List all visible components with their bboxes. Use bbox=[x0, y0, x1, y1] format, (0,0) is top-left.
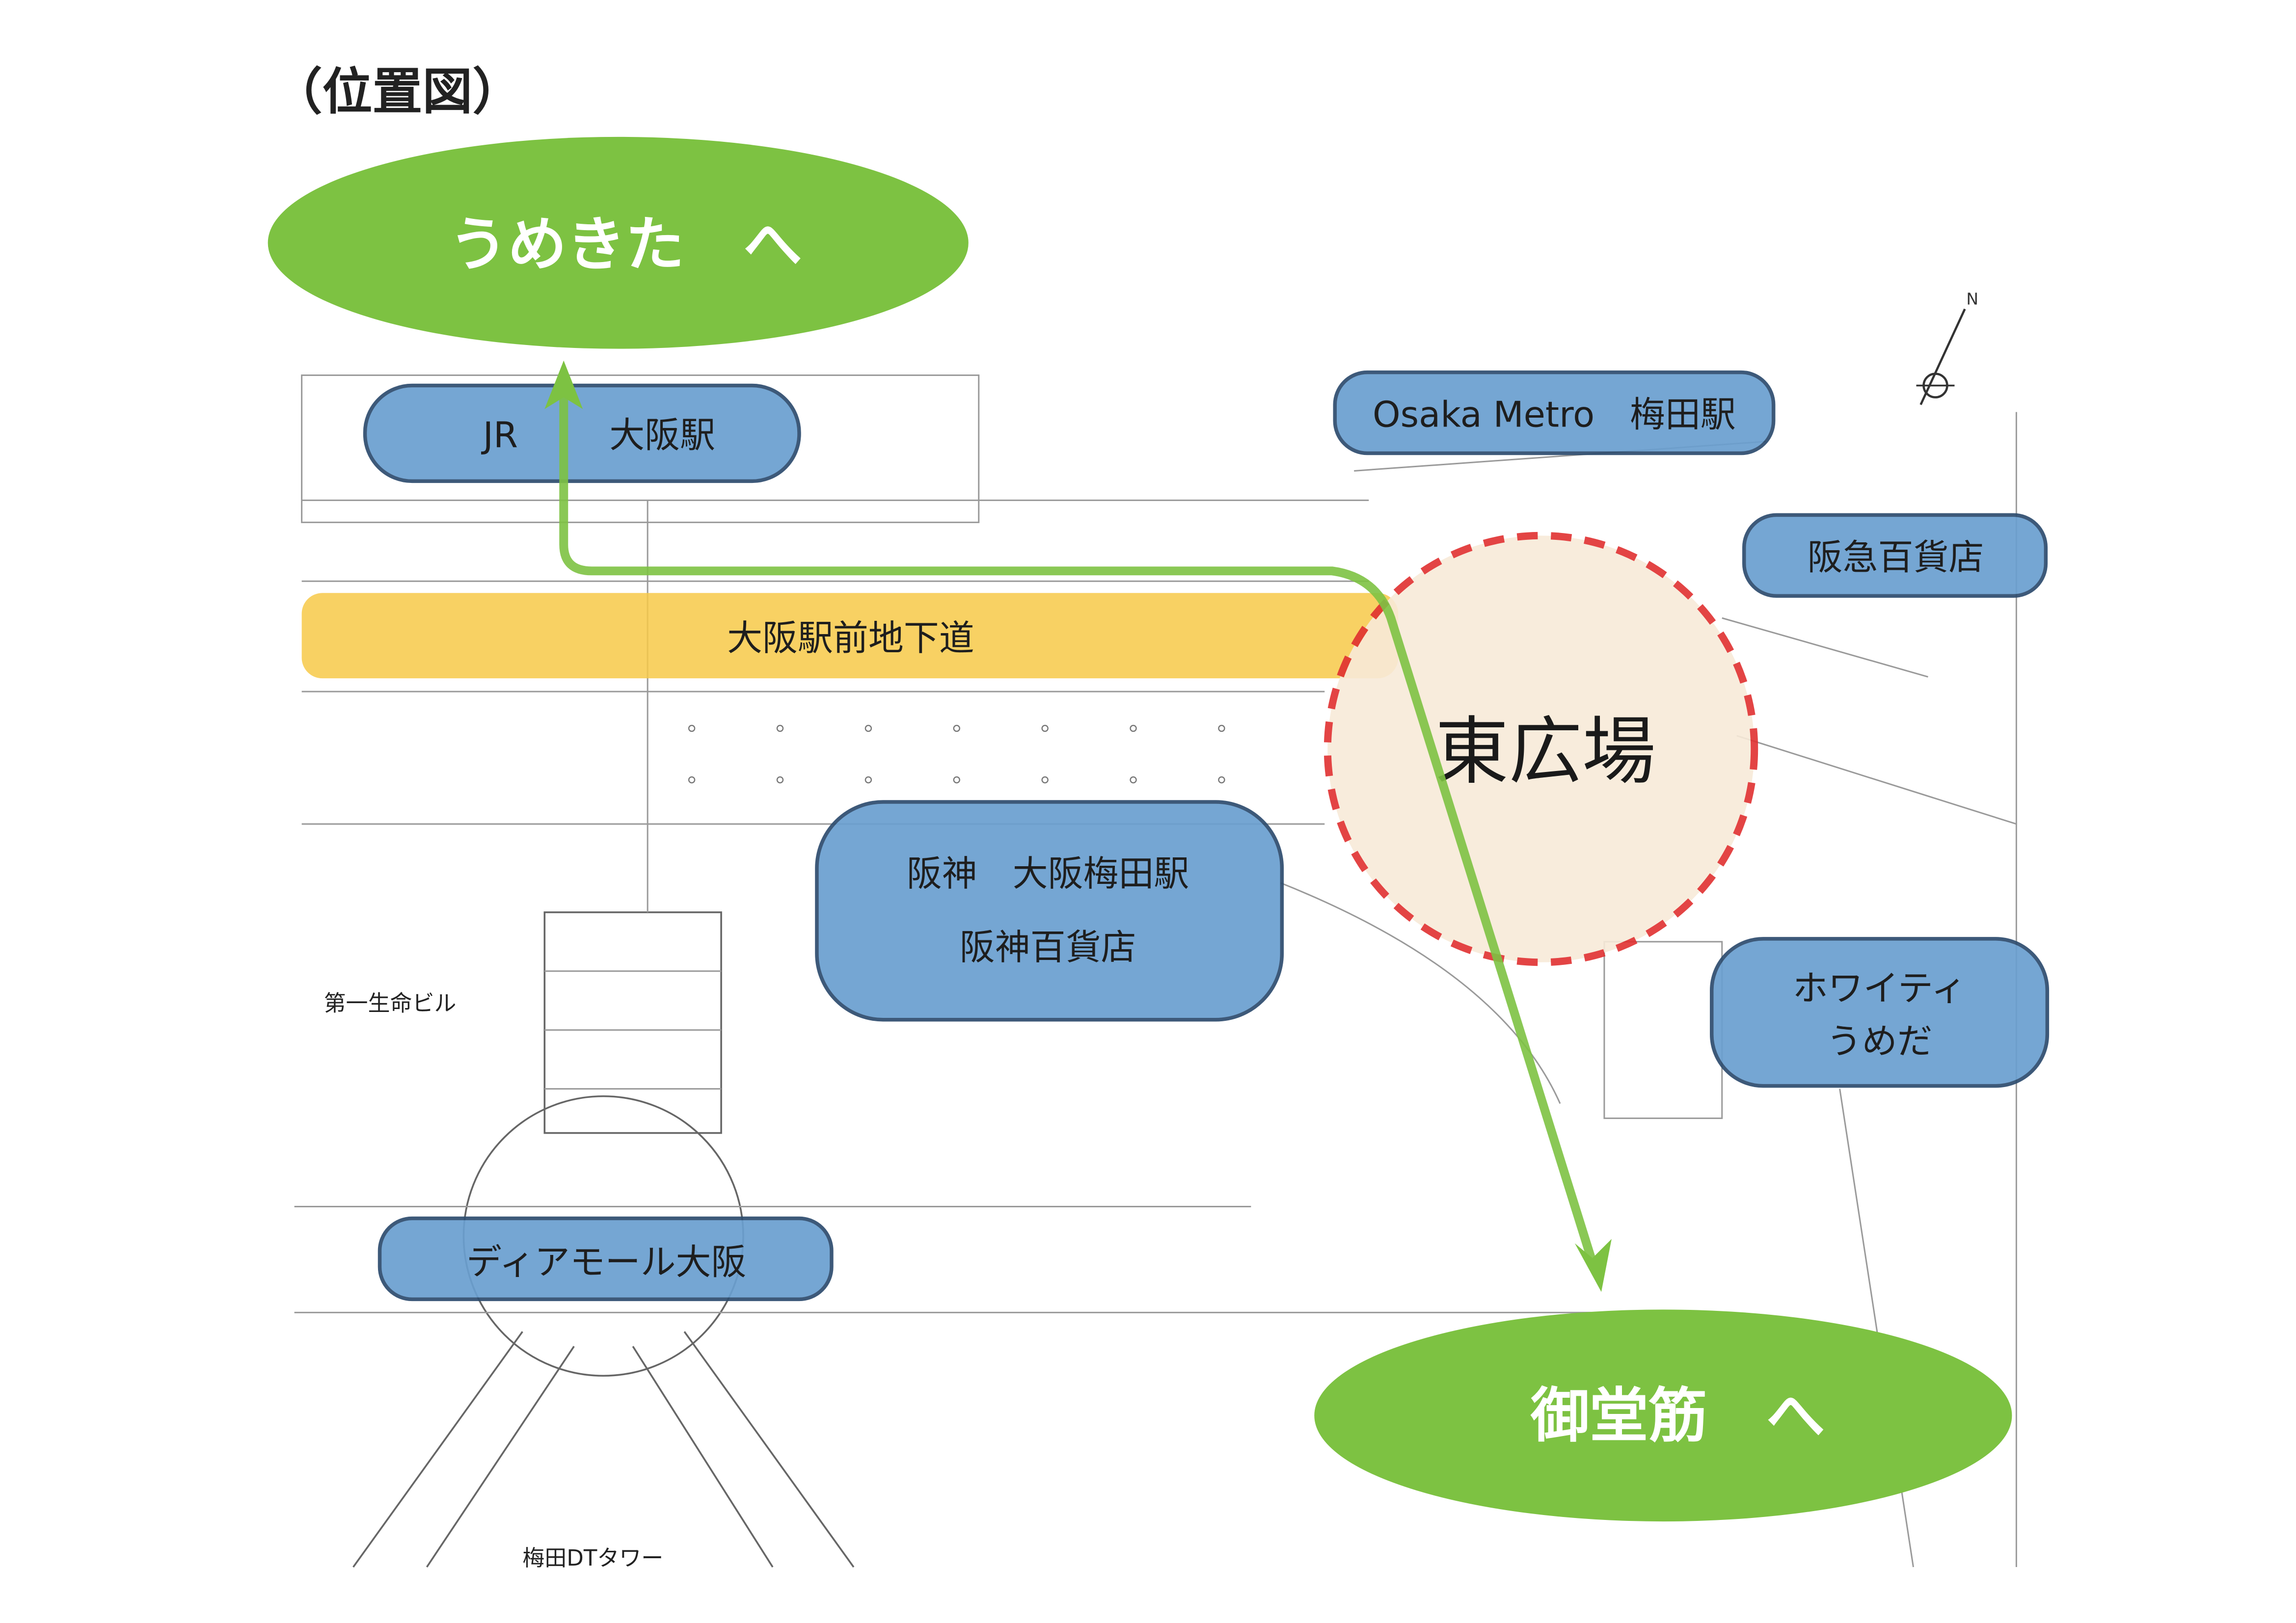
osaka-station-text: 大阪駅 bbox=[609, 414, 715, 455]
midosuji-destination: 御堂筋 へ bbox=[1314, 1309, 2012, 1522]
east-plaza-label: 東広場 bbox=[1435, 709, 1656, 795]
midosuji-text: 御堂筋 へ bbox=[1530, 1382, 1825, 1450]
umekita-text: うめきた へ bbox=[449, 211, 802, 279]
hanshin-dept-text: 阪神百貨店 bbox=[960, 927, 1136, 968]
whity-text-2: うめだ bbox=[1827, 1021, 1933, 1062]
hanshin-label: 阪神 大阪梅田駅 阪神百貨店 bbox=[815, 800, 1284, 1022]
arrow-up-icon bbox=[544, 360, 583, 409]
hanshin-station-text: 阪神 大阪梅田駅 bbox=[907, 853, 1189, 894]
page-title: （位置図） bbox=[272, 63, 523, 121]
east-plaza-area: 東広場 bbox=[1324, 532, 1758, 966]
compass-icon: N bbox=[1916, 290, 1978, 405]
umeda-dt-tower-label: 梅田DTタワー bbox=[522, 1545, 663, 1571]
underpass-label: 大阪駅前地下道 bbox=[727, 617, 974, 659]
diamor-osaka-label: ディアモール大阪 bbox=[378, 1216, 834, 1302]
underpass-band: 大阪駅前地下道 bbox=[301, 593, 1399, 679]
compass-north-label: N bbox=[1966, 290, 1978, 309]
osaka-metro-umeda-label: Osaka Metro 梅田駅 bbox=[1333, 370, 1776, 455]
diamor-text: ディアモール大阪 bbox=[466, 1241, 746, 1282]
hankyu-text: 阪急百貨店 bbox=[1808, 536, 1984, 578]
hankyu-dept-store-label: 阪急百貨店 bbox=[1742, 513, 2048, 598]
whity-umeda-label: ホワイティ うめだ bbox=[1710, 937, 2050, 1088]
osaka-metro-text: Osaka Metro 梅田駅 bbox=[1373, 394, 1736, 435]
umekita-destination: うめきた へ bbox=[268, 136, 969, 349]
whity-text-1: ホワイティ bbox=[1793, 968, 1967, 1009]
walking-route bbox=[544, 360, 1612, 1292]
column-dots bbox=[688, 724, 1225, 784]
arrow-down-icon bbox=[1574, 1239, 1612, 1292]
jr-text: JR bbox=[481, 414, 518, 455]
daiichi-seimei-label: 第一生命ビル bbox=[324, 990, 457, 1016]
jr-osaka-station-label: JR 大阪駅 bbox=[363, 383, 801, 483]
